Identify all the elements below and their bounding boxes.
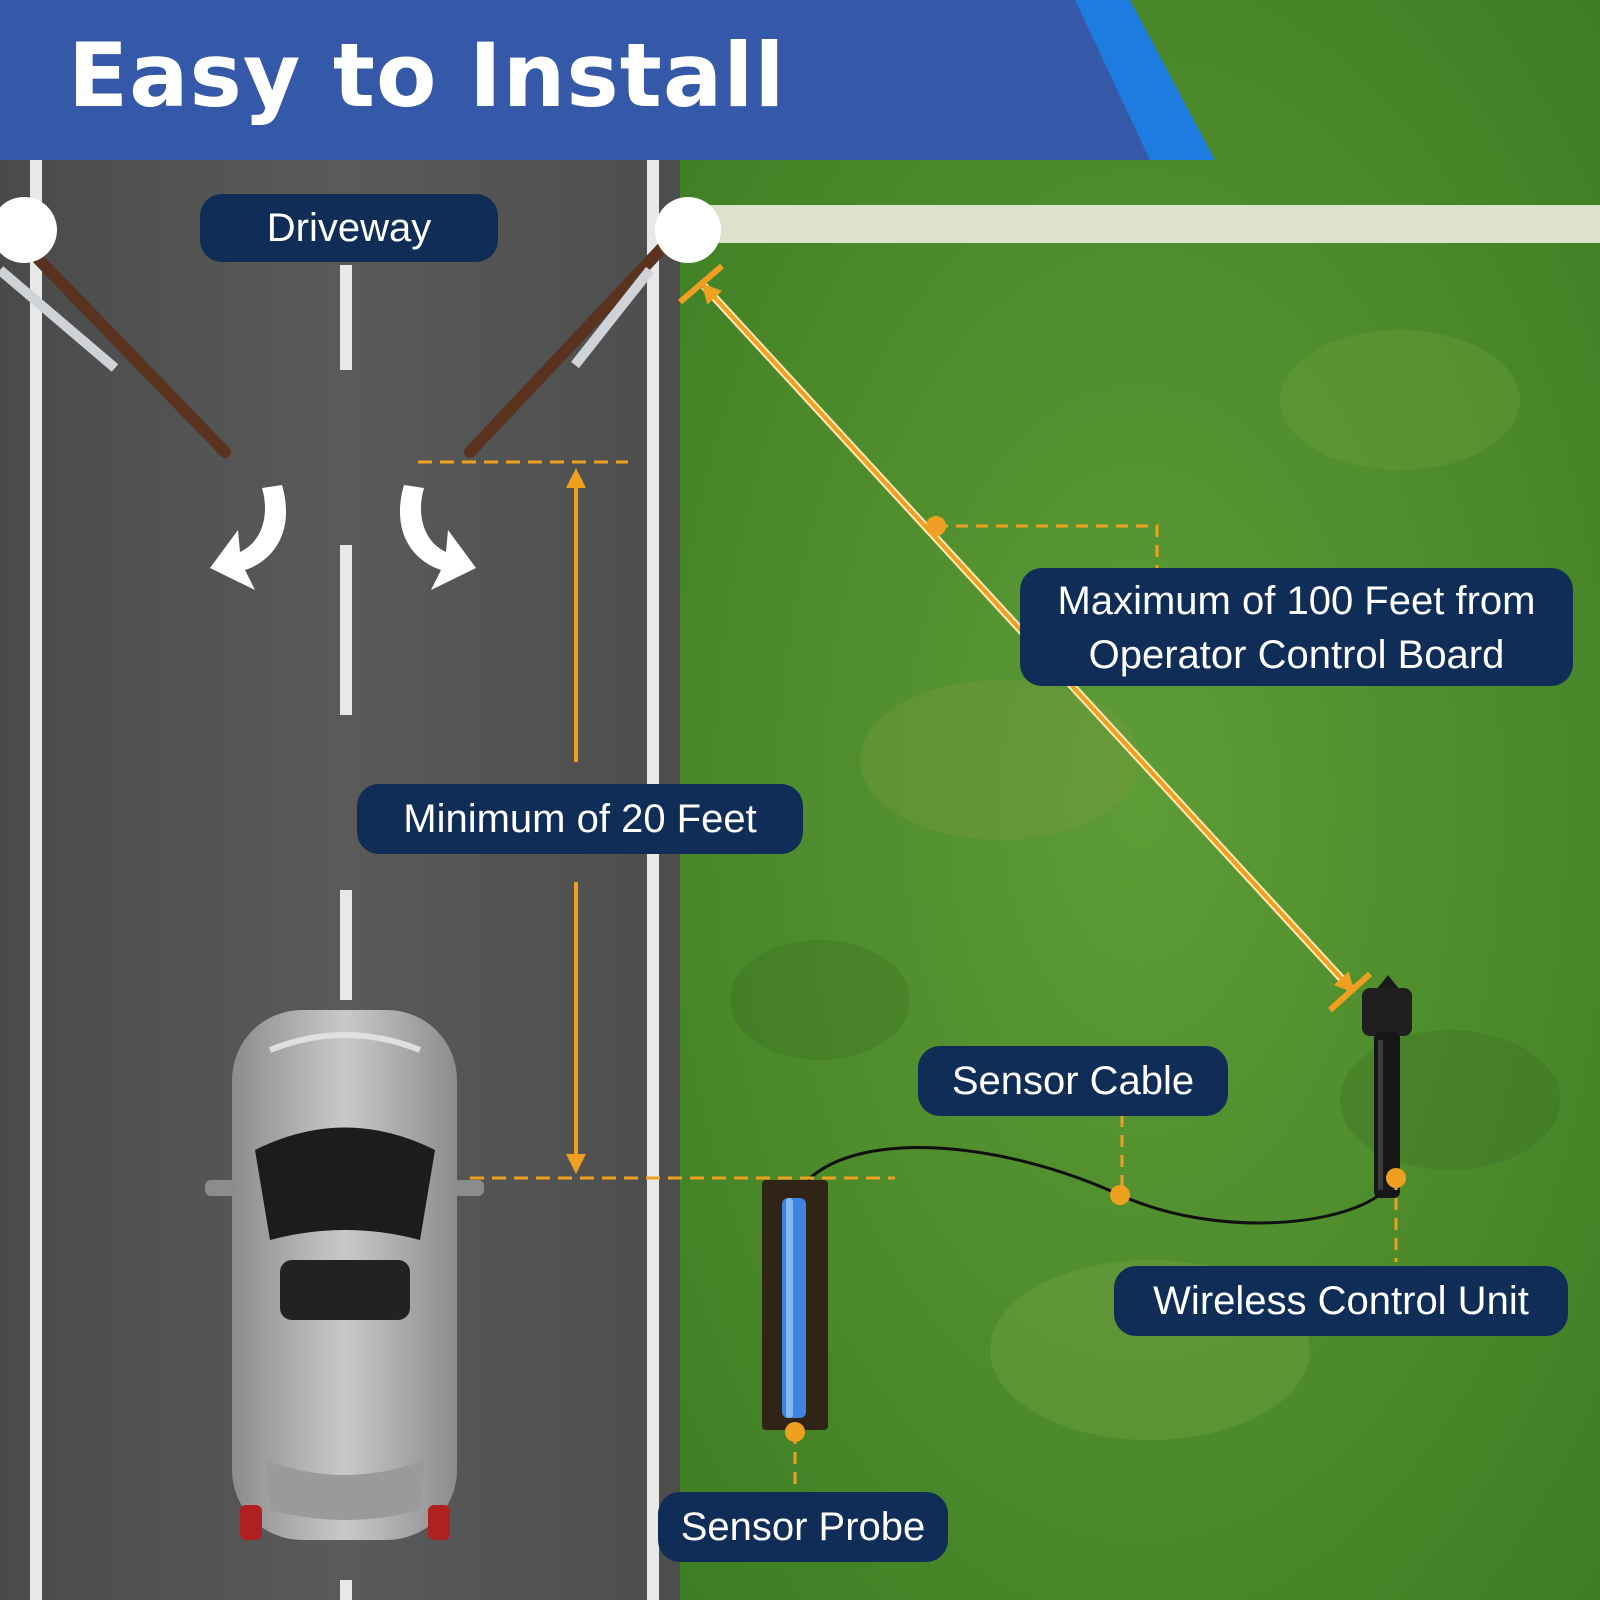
wireless-unit-label: Wireless Control Unit (1114, 1266, 1568, 1336)
car (205, 1010, 484, 1540)
page-title: Easy to Install (68, 24, 786, 127)
wireless-control-unit (1362, 975, 1412, 1198)
max-distance-label-line2: Operator Control Board (1088, 633, 1505, 677)
road-center-dashes (340, 265, 352, 1600)
sensor-cable-label: Sensor Cable (918, 1046, 1228, 1116)
max-distance-label: Maximum of 100 Feet from Operator Contro… (1020, 568, 1573, 686)
sensor-probe-pit (762, 1180, 828, 1430)
road-left-edge-line (30, 160, 42, 1600)
gate (0, 197, 721, 458)
road-right-edge-line (647, 160, 659, 1600)
min-distance-dimension (418, 460, 895, 1180)
lawn-path (680, 205, 1600, 243)
callout-dots (785, 1168, 1406, 1442)
max-distance-label-line1: Maximum of 100 Feet from (1057, 579, 1536, 623)
header-banner (0, 0, 1150, 160)
sensor-probe-label: Sensor Probe (658, 1492, 948, 1562)
driveway-label: Driveway (200, 194, 498, 262)
gate-swing-arrows (210, 485, 476, 590)
min-distance-label: Minimum of 20 Feet (357, 784, 803, 854)
header-accent-stripe (1060, 0, 1215, 160)
